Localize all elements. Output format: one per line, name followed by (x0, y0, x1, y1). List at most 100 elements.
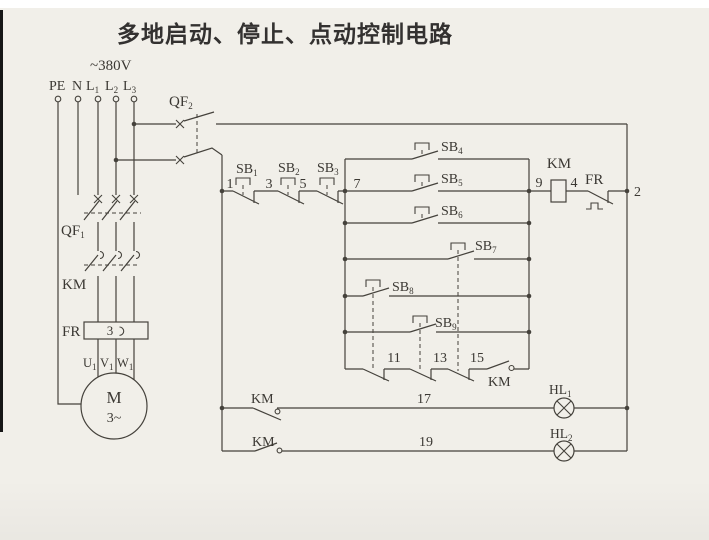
sb5-contact (411, 182, 439, 192)
qf1-lower-wires (97, 222, 135, 251)
start-button-sb6-row: SB6 (345, 204, 529, 224)
junction-dot (624, 405, 630, 411)
qf2-breaker: QF2 (116, 94, 223, 165)
sb4-cap (414, 142, 430, 150)
node-11: 11 (387, 351, 400, 366)
hl1-lamp (553, 397, 575, 419)
sb5-label: SB5 (441, 172, 463, 188)
terminal-label-pe: PE (49, 79, 65, 94)
junction-dots (113, 121, 630, 411)
hl1-lamp-cross (556, 400, 572, 416)
terminal-l1 (94, 95, 102, 103)
qf1-contact-crosses (93, 194, 139, 204)
sb9-label: SB9 (435, 316, 457, 332)
sb3-label: SB3 (317, 161, 339, 177)
terminal-l3 (130, 95, 138, 103)
sb7-nc-contact (447, 368, 475, 382)
motor-lead-wires (97, 339, 135, 380)
sb3-cap (319, 177, 335, 185)
sb6-label: SB6 (441, 204, 463, 220)
km-hl2-label: KM (252, 435, 275, 450)
terminal-label-l2: L2 (105, 79, 118, 95)
pe-wire (57, 102, 81, 405)
phase-wires-upper (97, 102, 135, 195)
fr-contact-label: FR (585, 172, 603, 188)
qf1-breaker: QF1 (61, 194, 141, 251)
km-coil (550, 179, 567, 203)
km-hl2-fixed-contact (276, 447, 283, 454)
qf2-feed-wires (116, 123, 176, 161)
node-9: 9 (536, 176, 543, 191)
hl2-lamp-cross (556, 443, 572, 459)
terminal-label-l1: L1 (86, 79, 99, 95)
km-hl1-label: KM (251, 392, 274, 407)
jog-button-sb7-row: SB7 (345, 239, 529, 371)
sb7-label: SB7 (475, 239, 497, 255)
motor-letter: M (106, 388, 121, 407)
sb6-contact (411, 214, 439, 224)
km-coil-branch: KM FR 9 4 2 (529, 156, 641, 210)
lamp-hl1-row: KM 17 HL1 (222, 382, 627, 421)
sb8-nc-contact (362, 368, 390, 382)
sb9-contact (409, 323, 437, 333)
terminal-label-l3: L3 (123, 79, 137, 95)
sb1-label: SB1 (236, 162, 258, 178)
fr-heater-symbol (119, 326, 125, 336)
sb9-nc-contact (409, 368, 437, 382)
junction-dot (526, 220, 532, 226)
km-blades (84, 254, 135, 272)
sb4-label: SB4 (441, 140, 463, 156)
sb3-contact (316, 190, 344, 205)
node-2: 2 (634, 185, 641, 200)
node-15: 15 (470, 351, 484, 366)
fr-thermal-symbol (586, 202, 603, 210)
hl2-lamp (553, 440, 575, 462)
junction-dot (219, 188, 225, 194)
node-4: 4 (571, 176, 578, 191)
sb8-cap (365, 279, 381, 287)
junction-dot (113, 157, 119, 163)
motor-terminal-w1: W1 (117, 356, 133, 372)
sb6-cap (414, 206, 430, 214)
junction-dot (526, 293, 532, 299)
junction-dot (342, 329, 348, 335)
sb2-label: SB2 (278, 161, 300, 177)
km-aux-no-contact (486, 360, 510, 370)
km-fixed-contact-arcs (99, 250, 141, 260)
sb1-cap (235, 177, 251, 185)
junction-dot (131, 121, 137, 127)
node-7: 7 (354, 177, 361, 192)
km-aux-fixed-contact (508, 364, 515, 372)
junction-dot (342, 188, 348, 194)
sb5-cap (414, 174, 430, 182)
qf2-contact-crosses (175, 119, 185, 165)
voltage-label: ~380V (90, 58, 132, 74)
stop-buttons-row: SB1 SB2 SB3 1 3 5 7 (222, 161, 361, 205)
km-main-contacts: KM (62, 250, 141, 322)
sb7-cap (450, 242, 466, 250)
sb8-contact (362, 287, 390, 297)
km-hl1-fixed-contact (274, 408, 281, 415)
fr-nc-contact (587, 190, 614, 205)
qf2-label: QF2 (169, 94, 193, 111)
km-lower-wires (97, 276, 135, 322)
jog-button-sb8-row: SB8 (345, 279, 529, 371)
node-17: 17 (417, 392, 431, 407)
motor-terminal-u1: U1 (83, 356, 97, 372)
node-3: 3 (266, 177, 273, 192)
terminal-l2 (112, 95, 120, 103)
supply-terminals: ~380V PE N L1 L2 L3 (49, 58, 138, 103)
junction-dot (526, 329, 532, 335)
junction-dot (342, 256, 348, 262)
fr-thermal-relay: FR 3 (62, 321, 149, 380)
node-5: 5 (300, 177, 307, 192)
junction-dot (526, 188, 532, 194)
fr-main-label: FR (62, 324, 80, 340)
jog-nc-contacts-row: 11 13 15 KM (345, 351, 529, 390)
start-button-sb5-row: SB5 (345, 172, 529, 192)
hl1-label: HL1 (549, 382, 572, 399)
junction-dot (526, 256, 532, 262)
hl2-label: HL2 (550, 426, 573, 443)
